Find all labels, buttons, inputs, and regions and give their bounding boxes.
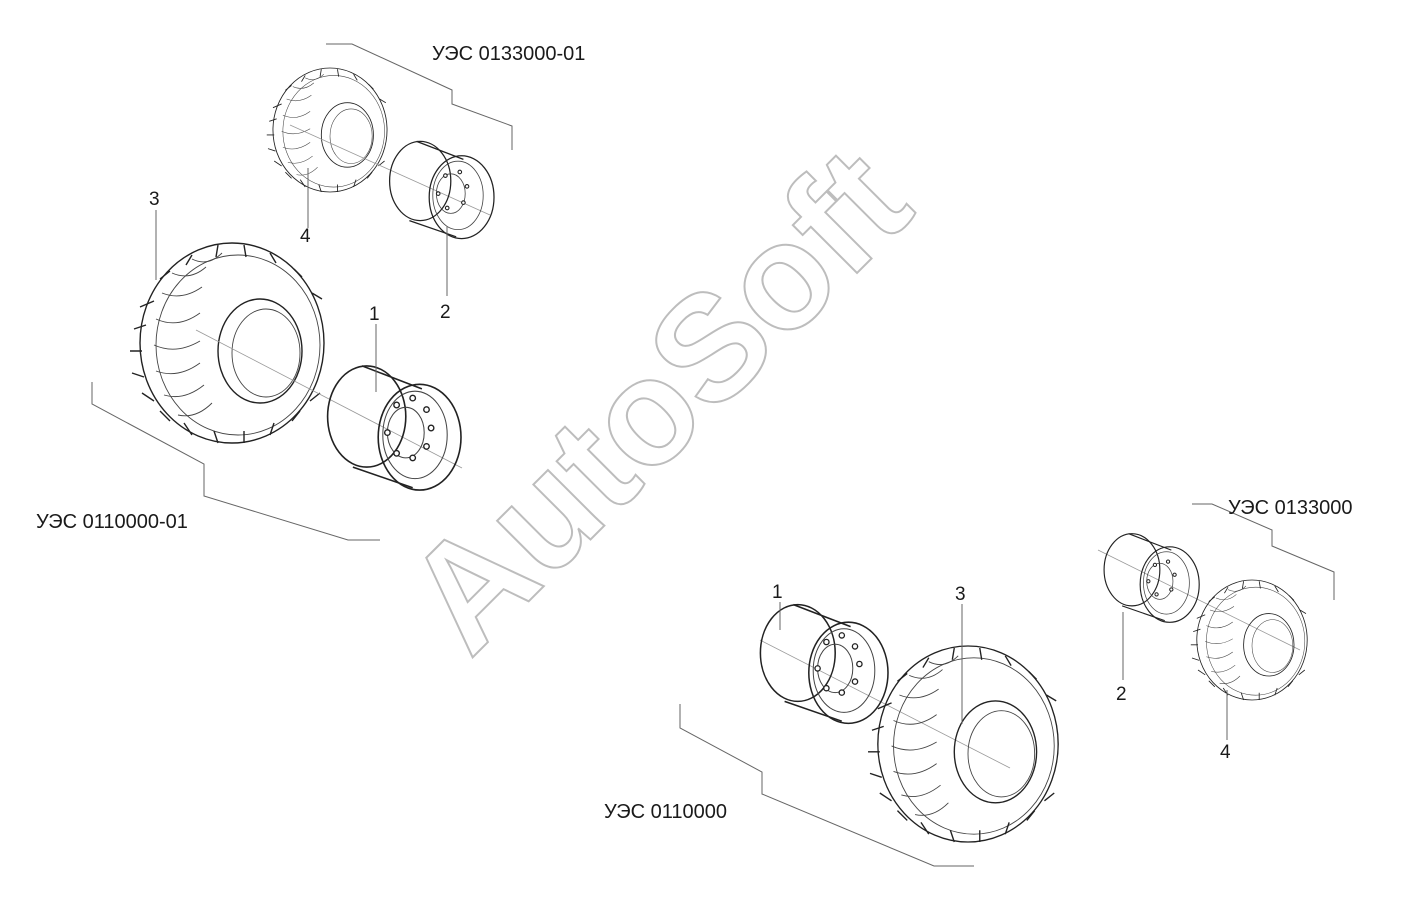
leader-bracket-upper-left [326,43,513,150]
callout-4: 4 [300,226,311,247]
callout-1: 1 [772,582,783,603]
assembly-label-0110000: УЭС 0110000 [604,801,727,823]
axis-line [1097,549,1301,651]
assembly-top-left: УЭС 0133000-01 4 2 3 [36,43,585,541]
large-rim-part-1 [759,603,889,725]
axis-line [289,124,491,216]
small-rim-part-2 [388,140,495,240]
large-rim-part-1 [326,365,462,491]
callout-1: 1 [369,304,380,325]
small-tire-part-4 [1190,579,1308,701]
callout-3: 3 [955,584,966,605]
leader-bracket-upper-right [1192,503,1335,600]
small-rim-part-2 [1103,533,1200,623]
callout-3: 3 [149,189,160,210]
callout-2: 2 [1116,684,1127,705]
leader-bracket-lower-right [679,704,974,867]
assembly-label-0133000-01: УЭС 0133000-01 [432,43,585,65]
large-tire-part-3 [129,242,325,444]
callout-2: 2 [440,302,451,323]
assembly-label-0133000: УЭС 0133000 [1228,497,1353,519]
axis-line [195,329,463,469]
assembly-bottom-right: УЭС 0133000 2 4 1 [604,497,1353,867]
leader-bracket-lower-left [91,382,380,541]
small-tire-part-4 [266,67,388,193]
assembly-label-0110000-01: УЭС 0110000-01 [36,511,188,533]
callout-4: 4 [1220,742,1231,763]
